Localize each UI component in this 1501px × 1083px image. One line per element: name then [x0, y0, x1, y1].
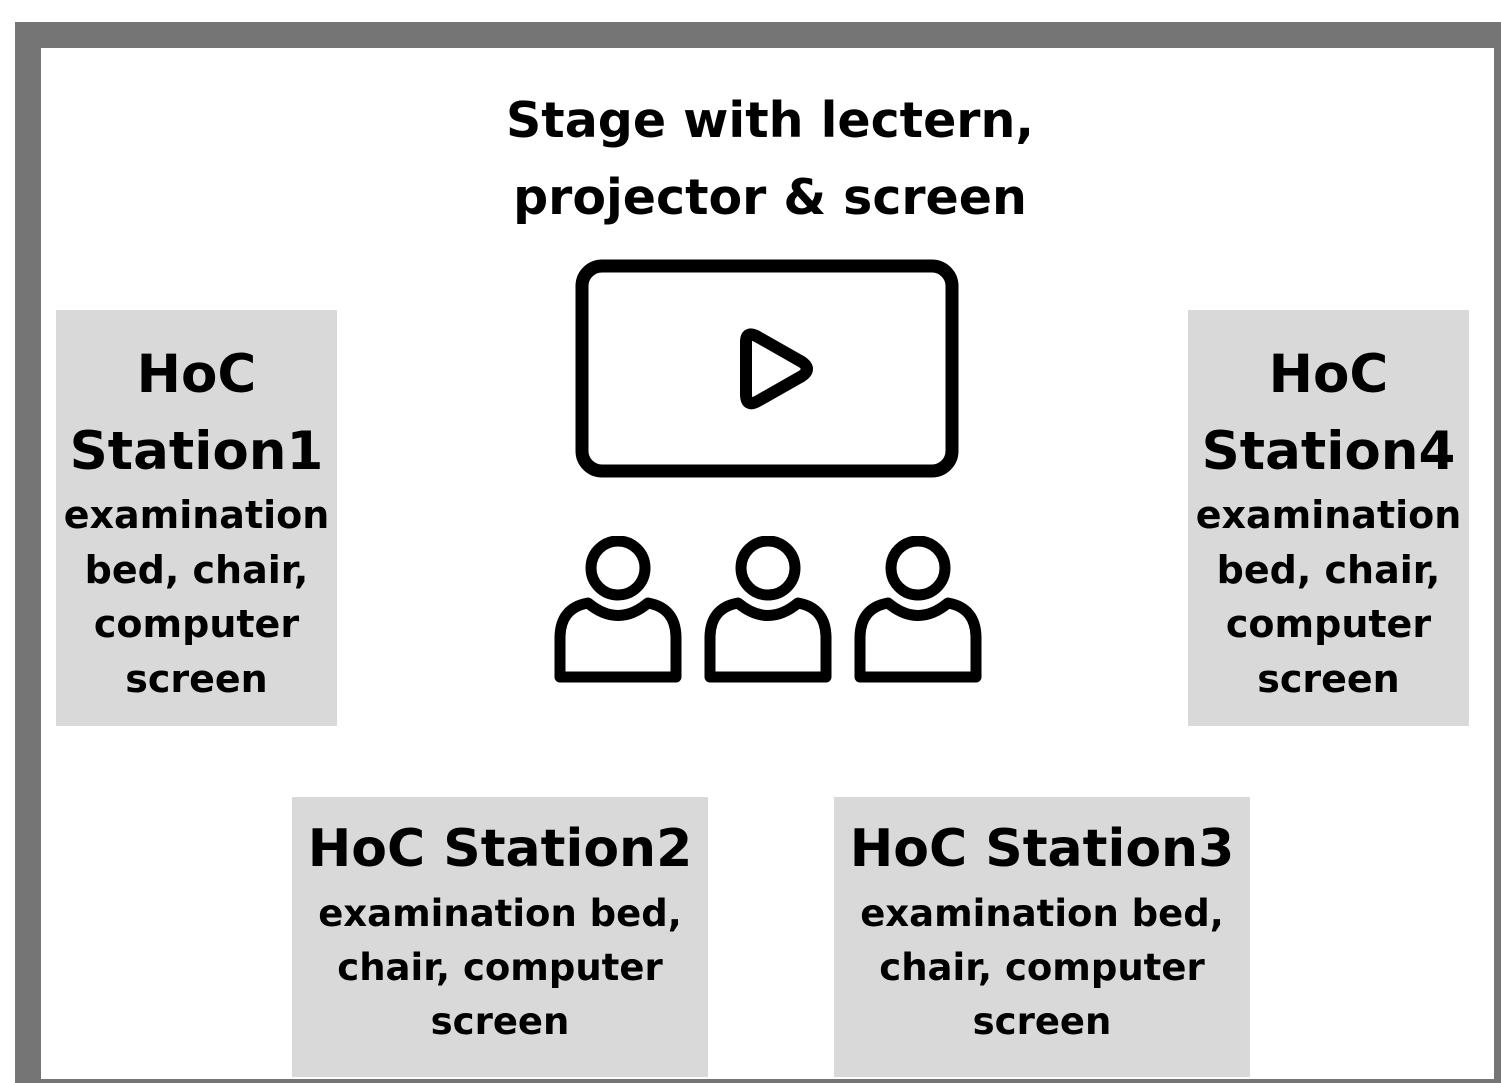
person-icon — [854, 536, 982, 683]
stage-label-line1: Stage with lectern, — [506, 92, 1034, 149]
station-4-desc-line: bed, chair, — [1216, 547, 1441, 592]
station-2-desc-line: screen — [430, 1000, 570, 1043]
person-icon — [704, 536, 832, 683]
station-1-name-line2: Station1 — [69, 421, 324, 482]
hoc-station-2: HoC Station2 examination bed, chair, com… — [292, 797, 708, 1077]
stage-label-line2: projector & screen — [513, 169, 1027, 226]
station-4-desc-line: computer — [1225, 602, 1432, 646]
station-4-name-line1: HoC — [1268, 344, 1389, 405]
station-3-desc-line: chair, computer — [879, 946, 1205, 989]
station-1-name-line1: HoC — [136, 344, 257, 405]
person-icon — [554, 536, 682, 683]
station-2-desc-line: chair, computer — [337, 946, 663, 989]
hoc-station-4: HoC Station4 examination bed, chair, com… — [1188, 310, 1469, 726]
station-3-name: HoC Station3 — [849, 819, 1235, 879]
stage-label: Stage with lectern, projector & screen — [450, 82, 1090, 236]
station-3-desc-line: examination bed, — [860, 892, 1224, 935]
station-1-desc-line: screen — [125, 656, 268, 701]
station-4-desc-line: screen — [1257, 656, 1400, 701]
station-2-name: HoC Station2 — [307, 819, 693, 879]
station-2-desc-line: examination bed, — [318, 892, 682, 935]
station-1-desc-line: examination — [63, 493, 330, 537]
hoc-station-3: HoC Station3 examination bed, chair, com… — [834, 797, 1250, 1077]
station-4-name-line2: Station4 — [1201, 421, 1456, 482]
station-1-desc-line: bed, chair, — [84, 547, 309, 592]
play-screen-icon — [575, 259, 959, 478]
audience-icon — [554, 536, 982, 683]
station-1-desc-line: computer — [93, 602, 300, 646]
hoc-station-1: HoC Station1 examination bed, chair, com… — [56, 310, 337, 726]
station-4-desc-line: examination — [1195, 493, 1462, 537]
station-3-desc-line: screen — [972, 1000, 1112, 1043]
